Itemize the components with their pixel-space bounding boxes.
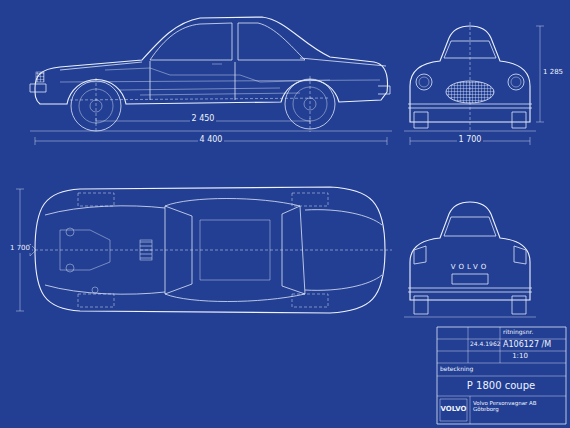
rear-view-stroke xyxy=(414,246,526,264)
side-view-stroke xyxy=(70,76,330,132)
rear-view-stroke xyxy=(410,202,530,300)
side-view-stroke xyxy=(35,137,387,145)
rear-view-stroke xyxy=(414,296,526,314)
drawing-title: P 1800 coupe xyxy=(467,380,535,391)
side-view-stroke xyxy=(36,72,44,82)
top-view-stroke xyxy=(92,287,98,293)
side-view-stroke xyxy=(79,89,113,123)
side-view-stroke xyxy=(293,87,327,121)
rear-view-stroke xyxy=(404,317,536,318)
title-block-stroke xyxy=(437,339,566,396)
top-view-stroke xyxy=(60,220,270,280)
side-view-stroke xyxy=(90,100,102,112)
front-view-stroke xyxy=(404,131,536,132)
company-name: Volvo Personvagnar AB Göteborg xyxy=(473,400,563,412)
car-badge: VOLVO xyxy=(451,264,489,272)
top-view xyxy=(16,187,392,313)
rear-view-stroke xyxy=(444,217,496,236)
front-view-stroke xyxy=(470,22,471,132)
side-view-stroke xyxy=(30,131,392,132)
dimension: 1 700 xyxy=(8,245,32,253)
top-view-stroke xyxy=(66,264,74,272)
side-view-stroke xyxy=(304,98,316,110)
date-value: 24.4.1962 xyxy=(470,341,501,348)
front-view-stroke xyxy=(410,137,530,145)
front-view-stroke xyxy=(419,77,429,87)
rear-view-stroke xyxy=(452,274,488,284)
dimension: 4 400 xyxy=(198,136,225,145)
front-view-stroke xyxy=(416,74,432,90)
rear-view-stroke xyxy=(408,288,532,292)
front-view-stroke xyxy=(508,74,524,90)
top-view-stroke xyxy=(292,193,328,307)
dimension: 1 700 xyxy=(457,136,484,145)
front-view xyxy=(404,22,544,145)
side-view-stroke xyxy=(238,23,305,60)
top-view-stroke xyxy=(78,193,114,307)
side-view-stroke xyxy=(60,64,380,95)
side-view-stroke xyxy=(150,23,232,60)
field-caption: beteckning xyxy=(440,366,473,373)
title-block-stroke xyxy=(437,327,566,424)
top-view-stroke xyxy=(30,250,392,251)
front-view-stroke xyxy=(536,26,544,122)
side-view-stroke xyxy=(105,68,330,90)
side-view-stroke xyxy=(60,58,386,100)
side-view xyxy=(30,17,392,145)
front-view-stroke xyxy=(511,77,521,87)
rear-view xyxy=(404,202,536,317)
title-block-stroke xyxy=(440,399,467,421)
scale-value: 1:10 xyxy=(512,353,528,361)
field-caption: ritningsnr. xyxy=(503,329,533,336)
drawing-number: A106127 /M xyxy=(503,341,551,350)
dimension: 1 285 xyxy=(543,69,563,77)
dimension: 2 450 xyxy=(190,115,217,124)
top-view-stroke xyxy=(66,228,74,236)
logo-text: VOLVO xyxy=(441,406,467,414)
title-block xyxy=(437,327,566,424)
